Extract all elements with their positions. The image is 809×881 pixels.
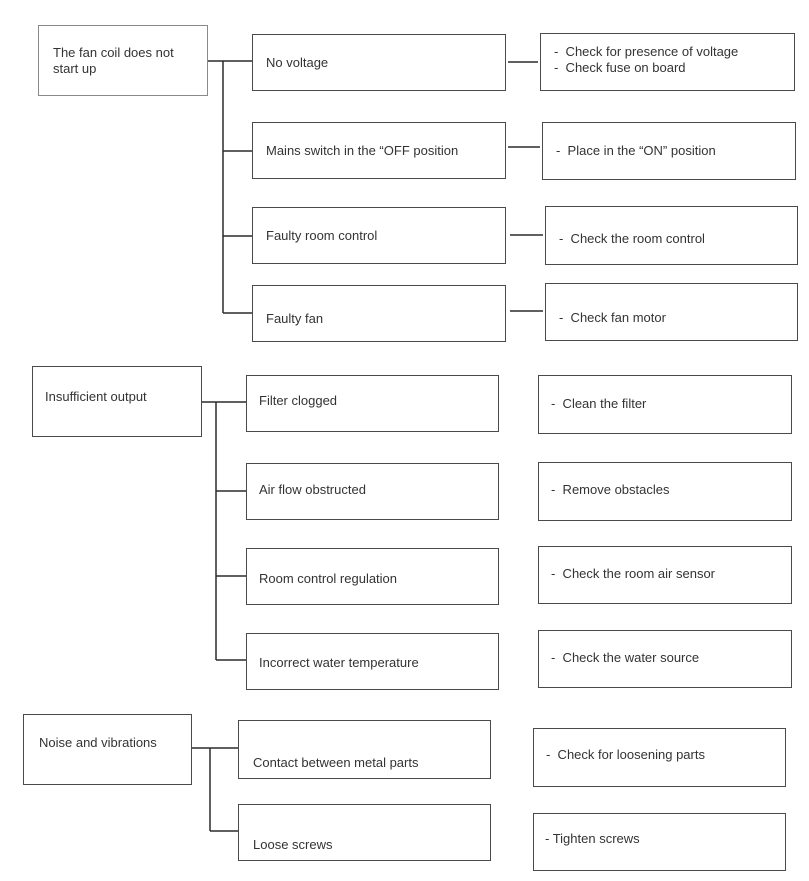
cause-label: Air flow obstructed: [259, 481, 366, 497]
remedy-label: - Check the water source: [551, 650, 700, 665]
remedy-label: - Check the room control: [559, 230, 705, 246]
remedy-box: - Check the room air sensor: [538, 546, 792, 604]
cause-label: Faulty fan: [266, 310, 324, 326]
cause-label: Filter clogged: [259, 392, 338, 408]
cause-box: Faulty fan: [252, 285, 506, 342]
problem-box: Noise and vibrations: [23, 714, 192, 785]
remedy-label: - Clean the filter: [551, 395, 647, 411]
problem-box: Insufficient output: [32, 366, 202, 437]
remedy-box: - Place in the “ON” position: [542, 122, 796, 180]
problem-box: The fan coil does not start up: [38, 25, 208, 96]
cause-box: Filter clogged: [246, 375, 499, 432]
cause-box: No voltage: [252, 34, 506, 91]
remedy-label: - Tighten screws: [545, 831, 640, 846]
problem-label: Noise and vibrations: [39, 734, 157, 750]
remedy-label: - Remove obstacles: [551, 481, 670, 497]
cause-label: Loose screws: [253, 836, 333, 852]
remedy-label: - Check for presence of voltage: [554, 44, 739, 59]
remedy-label: - Check fuse on board: [554, 60, 686, 75]
remedy-label: - Check fan motor: [559, 310, 666, 325]
remedy-label: - Place in the “ON” position: [556, 143, 716, 158]
remedy-box: - Remove obstacles: [538, 462, 792, 521]
cause-box: Loose screws: [238, 804, 491, 861]
remedy-label: - Check the room air sensor: [551, 566, 716, 581]
problem-label: Insufficient output: [45, 388, 147, 404]
remedy-box: - Clean the filter: [538, 375, 792, 434]
remedy-box: - Check the water source: [538, 630, 792, 688]
remedy-label: - Check for loosening parts: [546, 746, 705, 762]
cause-box: Faulty room control: [252, 207, 506, 264]
problem-label: The fan coil does not start up: [53, 44, 174, 76]
cause-box: Mains switch in the “OFF position: [252, 122, 506, 179]
cause-box: Room control regulation: [246, 548, 499, 605]
cause-box: Contact between metal parts: [238, 720, 491, 779]
cause-label: Contact between metal parts: [253, 754, 419, 770]
cause-label: No voltage: [266, 54, 329, 70]
remedy-box: - Tighten screws: [533, 813, 786, 871]
cause-box: Air flow obstructed: [246, 463, 499, 520]
remedy-box: - Check the room control: [545, 206, 798, 265]
remedy-box: - Check for presence of voltage - Check …: [540, 33, 795, 91]
cause-label: Faulty room control: [266, 227, 378, 243]
cause-label: Mains switch in the “OFF position: [266, 142, 459, 158]
cause-box: Incorrect water temperature: [246, 633, 499, 690]
cause-label: Incorrect water temperature: [259, 654, 419, 670]
remedy-box: - Check for loosening parts: [533, 728, 786, 787]
cause-label: Room control regulation: [259, 570, 398, 586]
remedy-box: - Check fan motor: [545, 283, 798, 341]
